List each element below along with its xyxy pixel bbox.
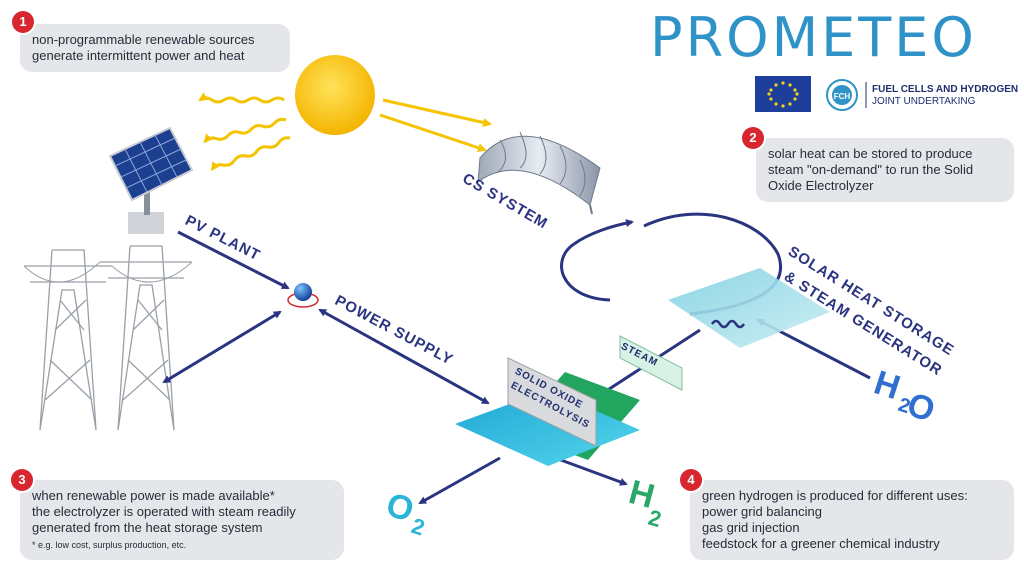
note-2-line-3: Oxide Electrolyzer (768, 178, 874, 193)
note-4-line-1: green hydrogen is produced for different… (702, 488, 968, 503)
fch-line-1: FUEL CELLS AND HYDROGEN (872, 84, 1019, 95)
note-2-line-1: solar heat can be stored to produce (768, 146, 973, 161)
solar-panel-icon (108, 126, 194, 234)
note-2-number-badge: 2 (742, 127, 764, 149)
note-4-line-3: gas grid injection (702, 520, 800, 535)
note-3-footnote: * e.g. low cost, surplus production, etc… (32, 540, 187, 550)
prometeo-logo-title: PROMETEO (650, 6, 977, 69)
grid-node-icon (287, 283, 319, 308)
note-1-line-1: non-programmable renewable sources (32, 32, 255, 47)
h2-label: H 2 (625, 473, 664, 532)
note-3-line-2: the electrolyzer is operated with steam … (32, 504, 296, 519)
note-3-line-1: when renewable power is made available* (32, 488, 275, 503)
note-1-number-badge: 1 (12, 11, 34, 33)
heat-rays (198, 92, 291, 172)
note-1: non-programmable renewable sources gener… (20, 24, 290, 72)
note-3-number-badge: 3 (11, 469, 33, 491)
fch-badge-text: FCH (834, 92, 851, 101)
concentrating-solar-collector-icon (477, 131, 601, 215)
note-3: when renewable power is made available* … (20, 480, 344, 560)
fch-ju-text: FUEL CELLS AND HYDROGEN JOINT UNDERTAKIN… (872, 84, 1018, 108)
heat-storage-plate (668, 268, 830, 348)
note-4-line-2: power grid balancing (702, 504, 822, 519)
note-4-number-badge: 4 (680, 469, 702, 491)
note-4: green hydrogen is produced for different… (690, 480, 1014, 560)
note-3-line-3: generated from the heat storage system (32, 520, 263, 535)
eu-flag-icon (755, 76, 811, 112)
flow-arrows (162, 212, 871, 505)
fch-logo-icon: FCH (826, 79, 867, 111)
power-pylon-icon (23, 245, 193, 431)
note-1-line-2: generate intermittent power and heat (32, 48, 245, 63)
fch-line-2: JOINT UNDERTAKING (872, 96, 976, 107)
note-2: solar heat can be stored to produce stea… (756, 138, 1014, 202)
o2-label: O 2 (382, 485, 428, 540)
note-2-line-2: steam "on-demand" to run the Solid (768, 162, 974, 177)
o2-subscript: 2 (408, 513, 427, 541)
note-4-line-4: feedstock for a greener chemical industr… (702, 536, 940, 551)
steam-box (619, 335, 683, 391)
electrolysis-plate (455, 357, 640, 466)
sun-icon (295, 55, 375, 135)
direct-rays (379, 98, 492, 153)
h2o-o: O (903, 385, 940, 429)
